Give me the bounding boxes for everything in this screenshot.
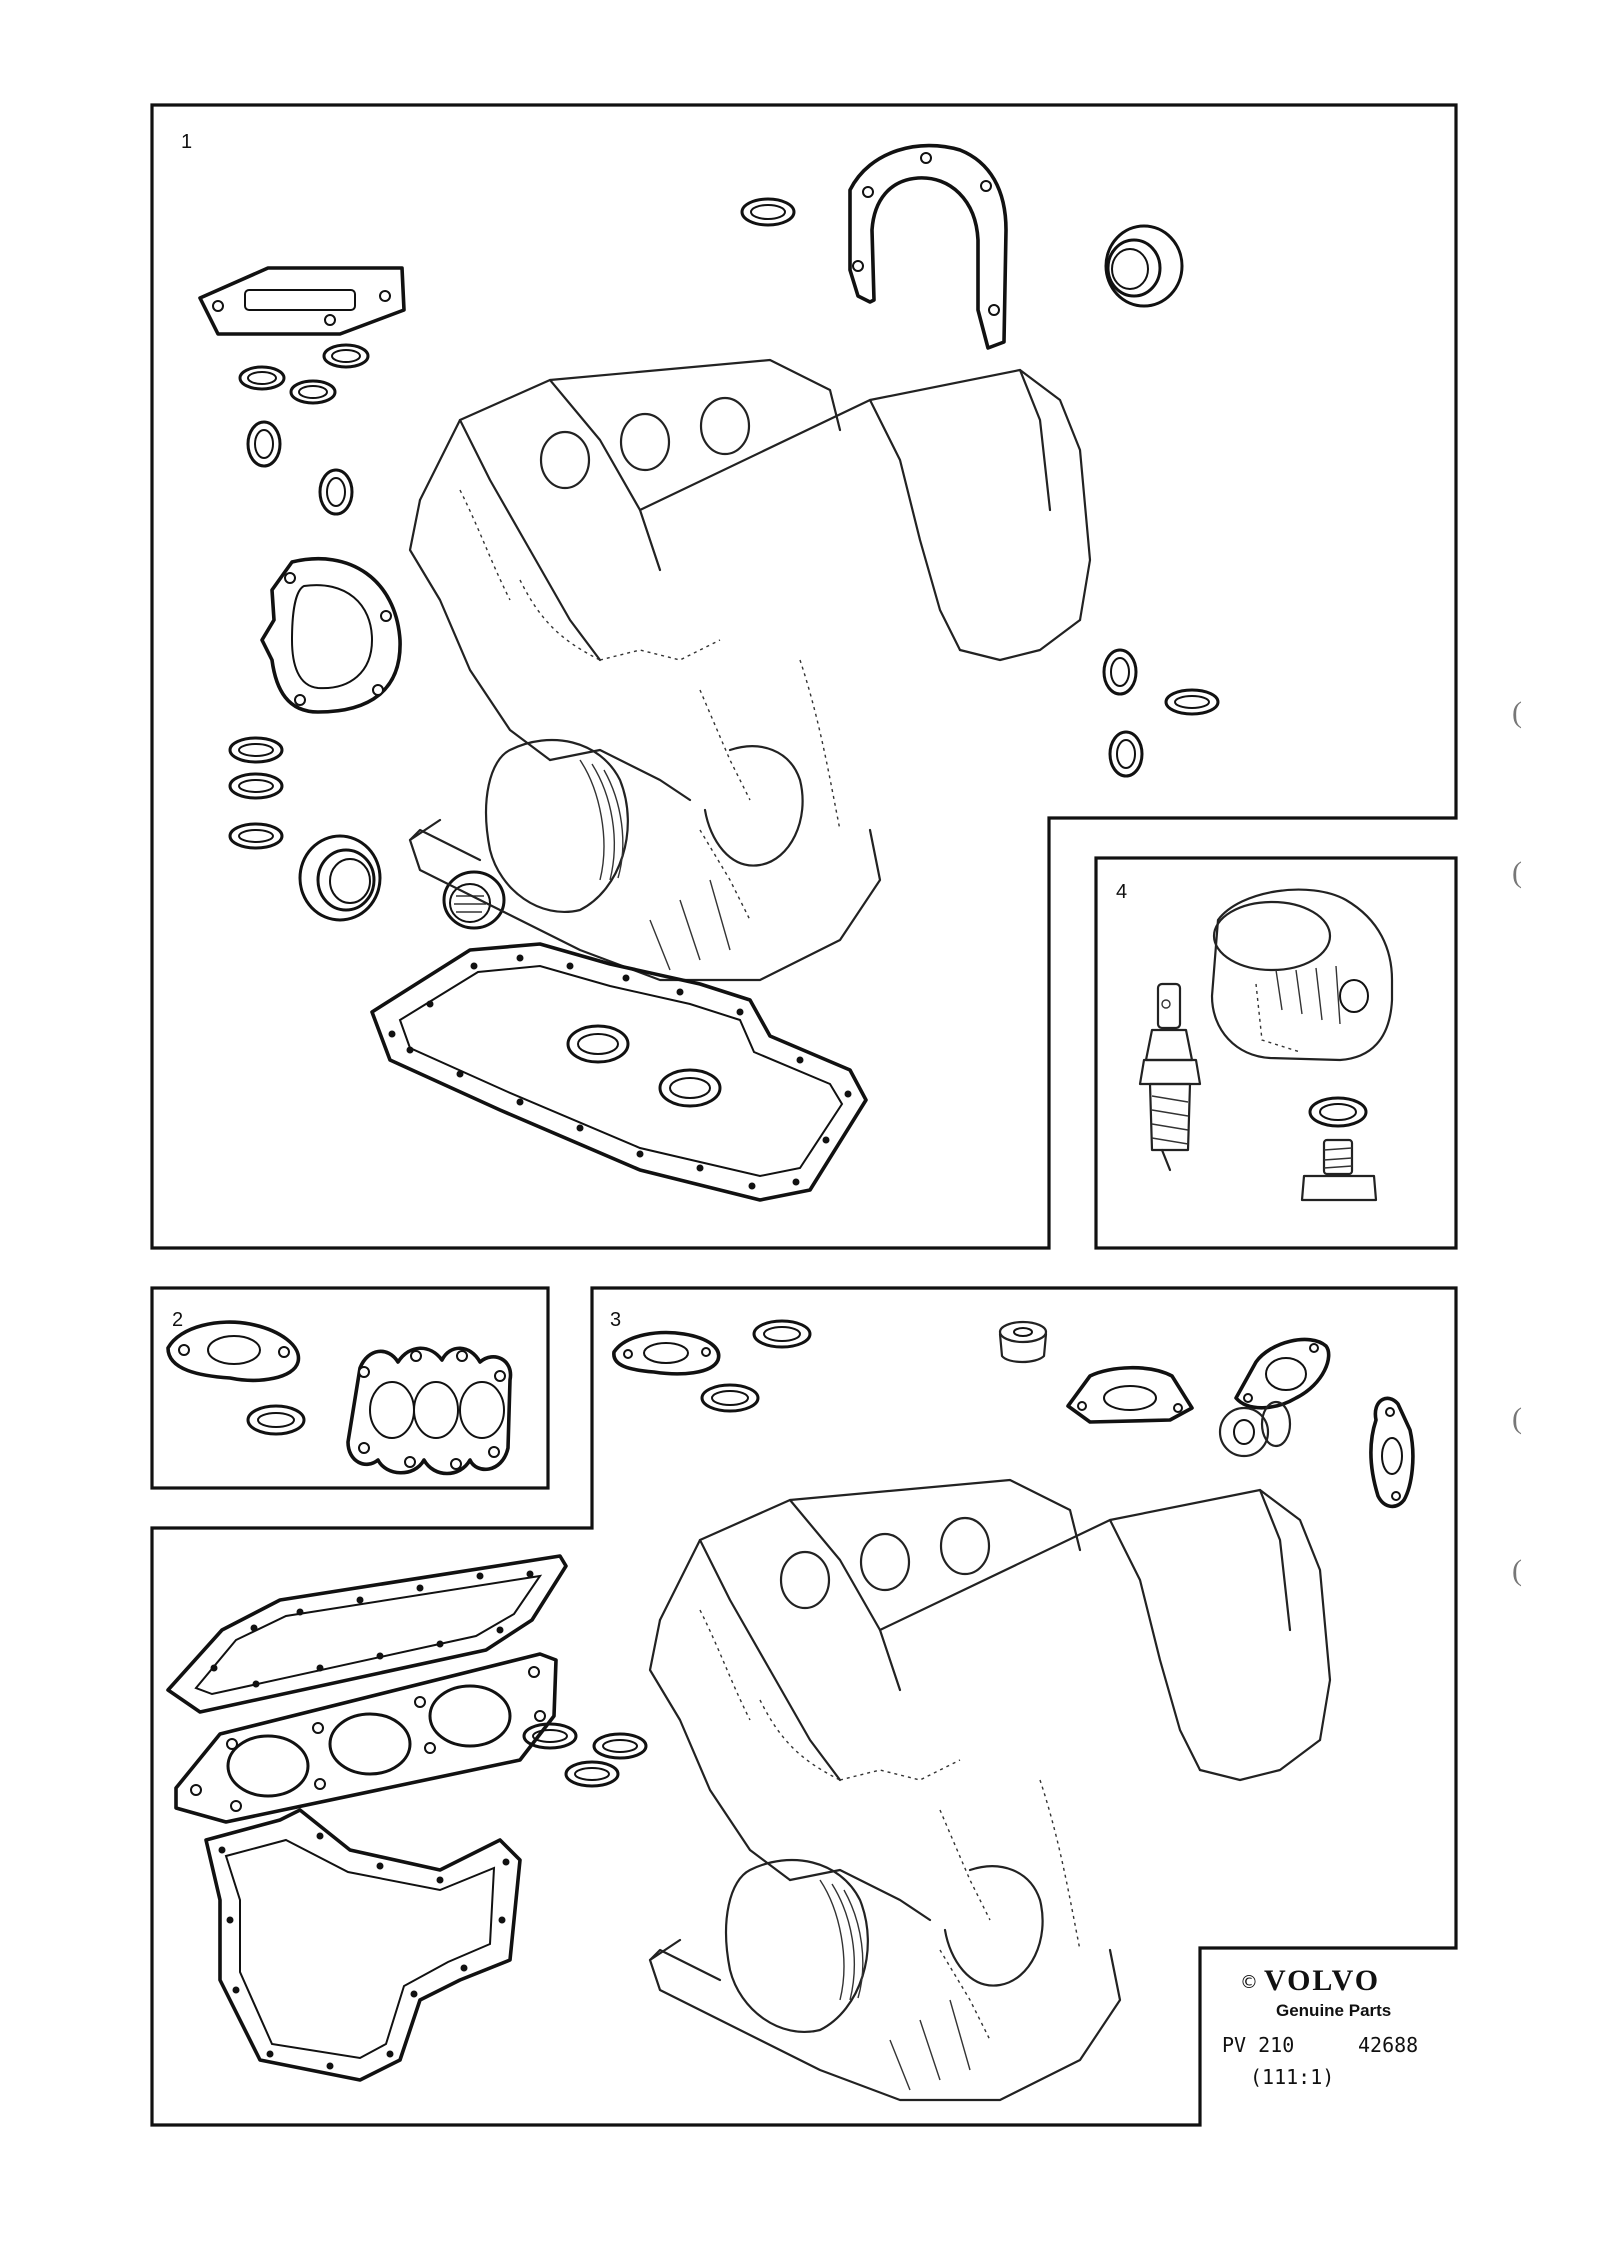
o-ring-icon xyxy=(1108,730,1144,778)
grommet xyxy=(1218,1400,1292,1458)
spark-plug-icon xyxy=(1138,982,1202,1172)
water-pump-gasket xyxy=(260,556,402,714)
panel-4-number: 4 xyxy=(1116,881,1127,903)
panel-2: 2 xyxy=(150,1286,550,1490)
panel-2-number: 2 xyxy=(172,1309,183,1331)
scale-label: (111:1) xyxy=(1250,2065,1334,2089)
exhaust-manifold-gasket xyxy=(346,1346,513,1476)
panel-3: 3 xyxy=(150,1286,1458,2127)
o-ring-icon xyxy=(318,468,354,516)
o-ring-icon xyxy=(246,1404,306,1436)
gasket-icon xyxy=(612,1330,721,1376)
o-ring-icon xyxy=(228,772,284,800)
o-ring-icon xyxy=(752,1319,812,1349)
panel-1-number: 1 xyxy=(181,131,192,153)
margin-mark: ( xyxy=(1512,696,1522,729)
o-ring-icon xyxy=(1164,688,1220,716)
o-ring-icon xyxy=(238,365,286,391)
oil-filter-icon xyxy=(1210,888,1394,1062)
margin-mark: ( xyxy=(1512,1554,1522,1587)
part-code-number: 42688 xyxy=(1358,2033,1418,2057)
o-ring-icon xyxy=(522,1722,578,1750)
o-ring-icon xyxy=(228,736,284,764)
volvo-badge: © VOLVO Genuine Parts PV 210 42688 (111:… xyxy=(1222,1964,1418,2089)
shaft-seal-icon xyxy=(1104,224,1184,308)
gasket-icon xyxy=(1234,1337,1331,1410)
panel-4: 4 xyxy=(1094,856,1458,1250)
gasket-icon xyxy=(1066,1365,1194,1424)
drain-plug-icon xyxy=(1300,1096,1378,1202)
intake-gasket xyxy=(198,266,406,336)
panel-1: 1 xyxy=(150,103,1458,1250)
o-ring-icon xyxy=(740,197,796,227)
o-ring-icon xyxy=(322,343,370,369)
brand-logo: VOLVO xyxy=(1264,1964,1380,1997)
oil-pan-gasket xyxy=(370,942,868,1202)
o-ring-icon xyxy=(564,1760,620,1788)
o-ring-icon xyxy=(246,420,282,468)
o-ring-icon xyxy=(228,822,284,850)
valve-stem-seal xyxy=(998,1320,1048,1364)
o-ring-icon xyxy=(1102,648,1138,696)
timing-case-gasket xyxy=(204,1808,522,2082)
engine-block-icon xyxy=(648,1478,1332,2102)
margin-mark: ( xyxy=(1512,1402,1522,1435)
o-ring-icon xyxy=(289,379,337,405)
timing-cover-gasket xyxy=(848,143,1008,350)
margin-marks: ( ( ( ( xyxy=(1512,696,1522,1587)
brand-subtitle: Genuine Parts xyxy=(1276,2001,1391,2020)
part-code-prefix: PV 210 xyxy=(1222,2033,1294,2057)
o-ring-icon xyxy=(700,1383,760,1413)
shaft-seal-icon xyxy=(298,834,382,922)
valve-cover-gasket xyxy=(166,1554,568,1714)
gasket-icon xyxy=(1369,1396,1415,1509)
cylinder-head-gasket xyxy=(174,1652,558,1824)
panel-3-number: 3 xyxy=(610,1309,621,1331)
gasket-icon xyxy=(166,1320,301,1383)
shaft-seal-icon xyxy=(442,870,506,930)
o-ring-icon xyxy=(592,1732,648,1760)
copyright-symbol: © xyxy=(1240,1972,1258,1993)
engine-block-icon xyxy=(408,358,1092,982)
margin-mark: ( xyxy=(1512,856,1522,889)
